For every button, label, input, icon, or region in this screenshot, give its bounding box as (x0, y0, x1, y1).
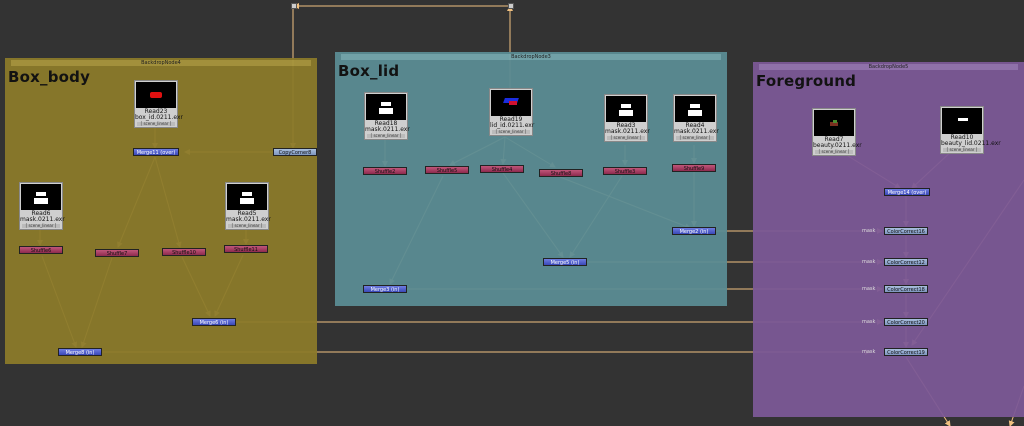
read-colorspace: [ scene_linear ] (676, 136, 714, 140)
read-node-read10[interactable]: Read10 beauty_lid.0211.exr [ scene_linea… (940, 106, 1001, 154)
dot-node[interactable] (508, 3, 514, 9)
read-file: beauty.0211.exr (813, 142, 862, 149)
read-file: mask.0211.exr (605, 128, 650, 135)
read-name: Read7 (824, 136, 844, 143)
read-colorspace: [ scene_linear ] (228, 224, 266, 228)
shuffle-node[interactable]: Shuffle10 (162, 248, 206, 256)
shuffle-node[interactable]: Shuffle2 (363, 167, 407, 175)
read-file: lid_id.0211.exr (490, 122, 535, 129)
thumbnail-white-box (366, 94, 406, 120)
read-node-read23[interactable]: Read23 box_id.0211.exr [ scene_linear ] (134, 80, 184, 128)
shuffle-node[interactable]: Shuffle7 (95, 249, 139, 257)
backdrop-title: Box_lid (338, 62, 400, 80)
read-name: Read19 (499, 116, 523, 123)
mask-label: mask (862, 319, 876, 325)
thumbnail-red-box (136, 82, 176, 108)
color-correct-node[interactable]: ColorCorrect16 (884, 227, 928, 235)
read-colorspace: [ scene_linear ] (367, 134, 405, 138)
mask-label: mask (862, 228, 876, 234)
merge-node[interactable]: Merge8 (in) (58, 348, 102, 356)
shuffle-node[interactable]: Shuffle11 (224, 245, 268, 253)
read-node-read3[interactable]: Read3 mask.0211.exr [ scene_linear ] (604, 94, 650, 142)
shuffle-node[interactable]: Shuffle9 (672, 164, 716, 172)
merge-node[interactable]: Merge14 (over) (884, 188, 930, 196)
read-colorspace: [ scene_linear ] (815, 150, 853, 154)
merge-node[interactable]: Merge5 (in) (543, 258, 587, 266)
color-correct-node[interactable]: ColorCorrect19 (884, 348, 928, 356)
thumbnail-white-lid (942, 108, 982, 134)
thumbnail-white-box (227, 184, 267, 210)
read-file: beauty_lid.0211.exr (941, 140, 1001, 147)
read-colorspace: [ scene_linear ] (22, 224, 60, 228)
read-name: Read5 (237, 210, 257, 217)
read-name: Read23 (144, 108, 168, 115)
read-colorspace: [ scene_linear ] (492, 130, 530, 134)
read-file: mask.0211.exr (226, 216, 271, 223)
read-name: Read18 (374, 120, 398, 127)
read-file: mask.0211.exr (674, 128, 719, 135)
thumbnail-rgb-lid (491, 90, 531, 116)
shuffle-node[interactable]: Shuffle3 (603, 167, 647, 175)
copy-corner-node[interactable]: CopyCorner8 (273, 148, 317, 156)
read-name: Read4 (685, 122, 705, 129)
color-correct-node[interactable]: ColorCorrect18 (884, 285, 928, 293)
read-colorspace: [ scene_linear ] (943, 148, 981, 152)
backdrop-title: Box_body (8, 68, 91, 86)
merge-node[interactable]: Merge3 (in) (363, 285, 407, 293)
shuffle-node[interactable]: Shuffle8 (539, 169, 583, 177)
backdrop-title: Foreground (756, 72, 857, 90)
merge-node[interactable]: Merge11 (over) (133, 148, 179, 156)
read-node-read5[interactable]: Read5 mask.0211.exr [ scene_linear ] (225, 182, 271, 230)
read-node-read4[interactable]: Read4 mask.0211.exr [ scene_linear ] (673, 94, 719, 142)
shuffle-node[interactable]: Shuffle6 (19, 246, 63, 254)
dot-node[interactable] (291, 3, 297, 9)
read-colorspace: [ scene_linear ] (137, 122, 175, 126)
backdrop-header: BackdropNode5 (759, 64, 1018, 70)
read-file: mask.0211.exr (365, 126, 410, 133)
shuffle-node[interactable]: Shuffle5 (425, 166, 469, 174)
mask-label: mask (862, 349, 876, 355)
merge-node[interactable]: Merge6 (in) (192, 318, 236, 326)
read-file: mask.0211.exr (20, 216, 65, 223)
read-node-read6[interactable]: Read6 mask.0211.exr [ scene_linear ] (19, 182, 65, 230)
read-node-read18[interactable]: Read18 mask.0211.exr [ scene_linear ] (364, 92, 410, 140)
color-correct-node[interactable]: ColorCorrect12 (884, 258, 928, 266)
shuffle-node[interactable]: Shuffle4 (480, 165, 524, 173)
read-node-read7[interactable]: Read7 beauty.0211.exr [ scene_linear ] (812, 108, 862, 156)
read-node-read19[interactable]: Read19 lid_id.0211.exr [ scene_linear ] (489, 88, 535, 136)
thumbnail-white-box (675, 96, 715, 122)
thumbnail-beauty (814, 110, 854, 136)
read-name: Read6 (31, 210, 51, 217)
read-file: box_id.0211.exr (135, 114, 184, 121)
read-colorspace: [ scene_linear ] (607, 136, 645, 140)
backdrop-header: BackdropNode4 (11, 60, 311, 66)
backdrop-header: BackdropNode3 (341, 54, 721, 60)
merge-node[interactable]: Merge2 (in) (672, 227, 716, 235)
read-name: Read3 (616, 122, 636, 129)
thumbnail-white-box (21, 184, 61, 210)
mask-label: mask (862, 259, 876, 265)
mask-label: mask (862, 286, 876, 292)
color-correct-node[interactable]: ColorCorrect20 (884, 318, 928, 326)
thumbnail-white-box (606, 96, 646, 122)
read-name: Read10 (950, 134, 974, 141)
